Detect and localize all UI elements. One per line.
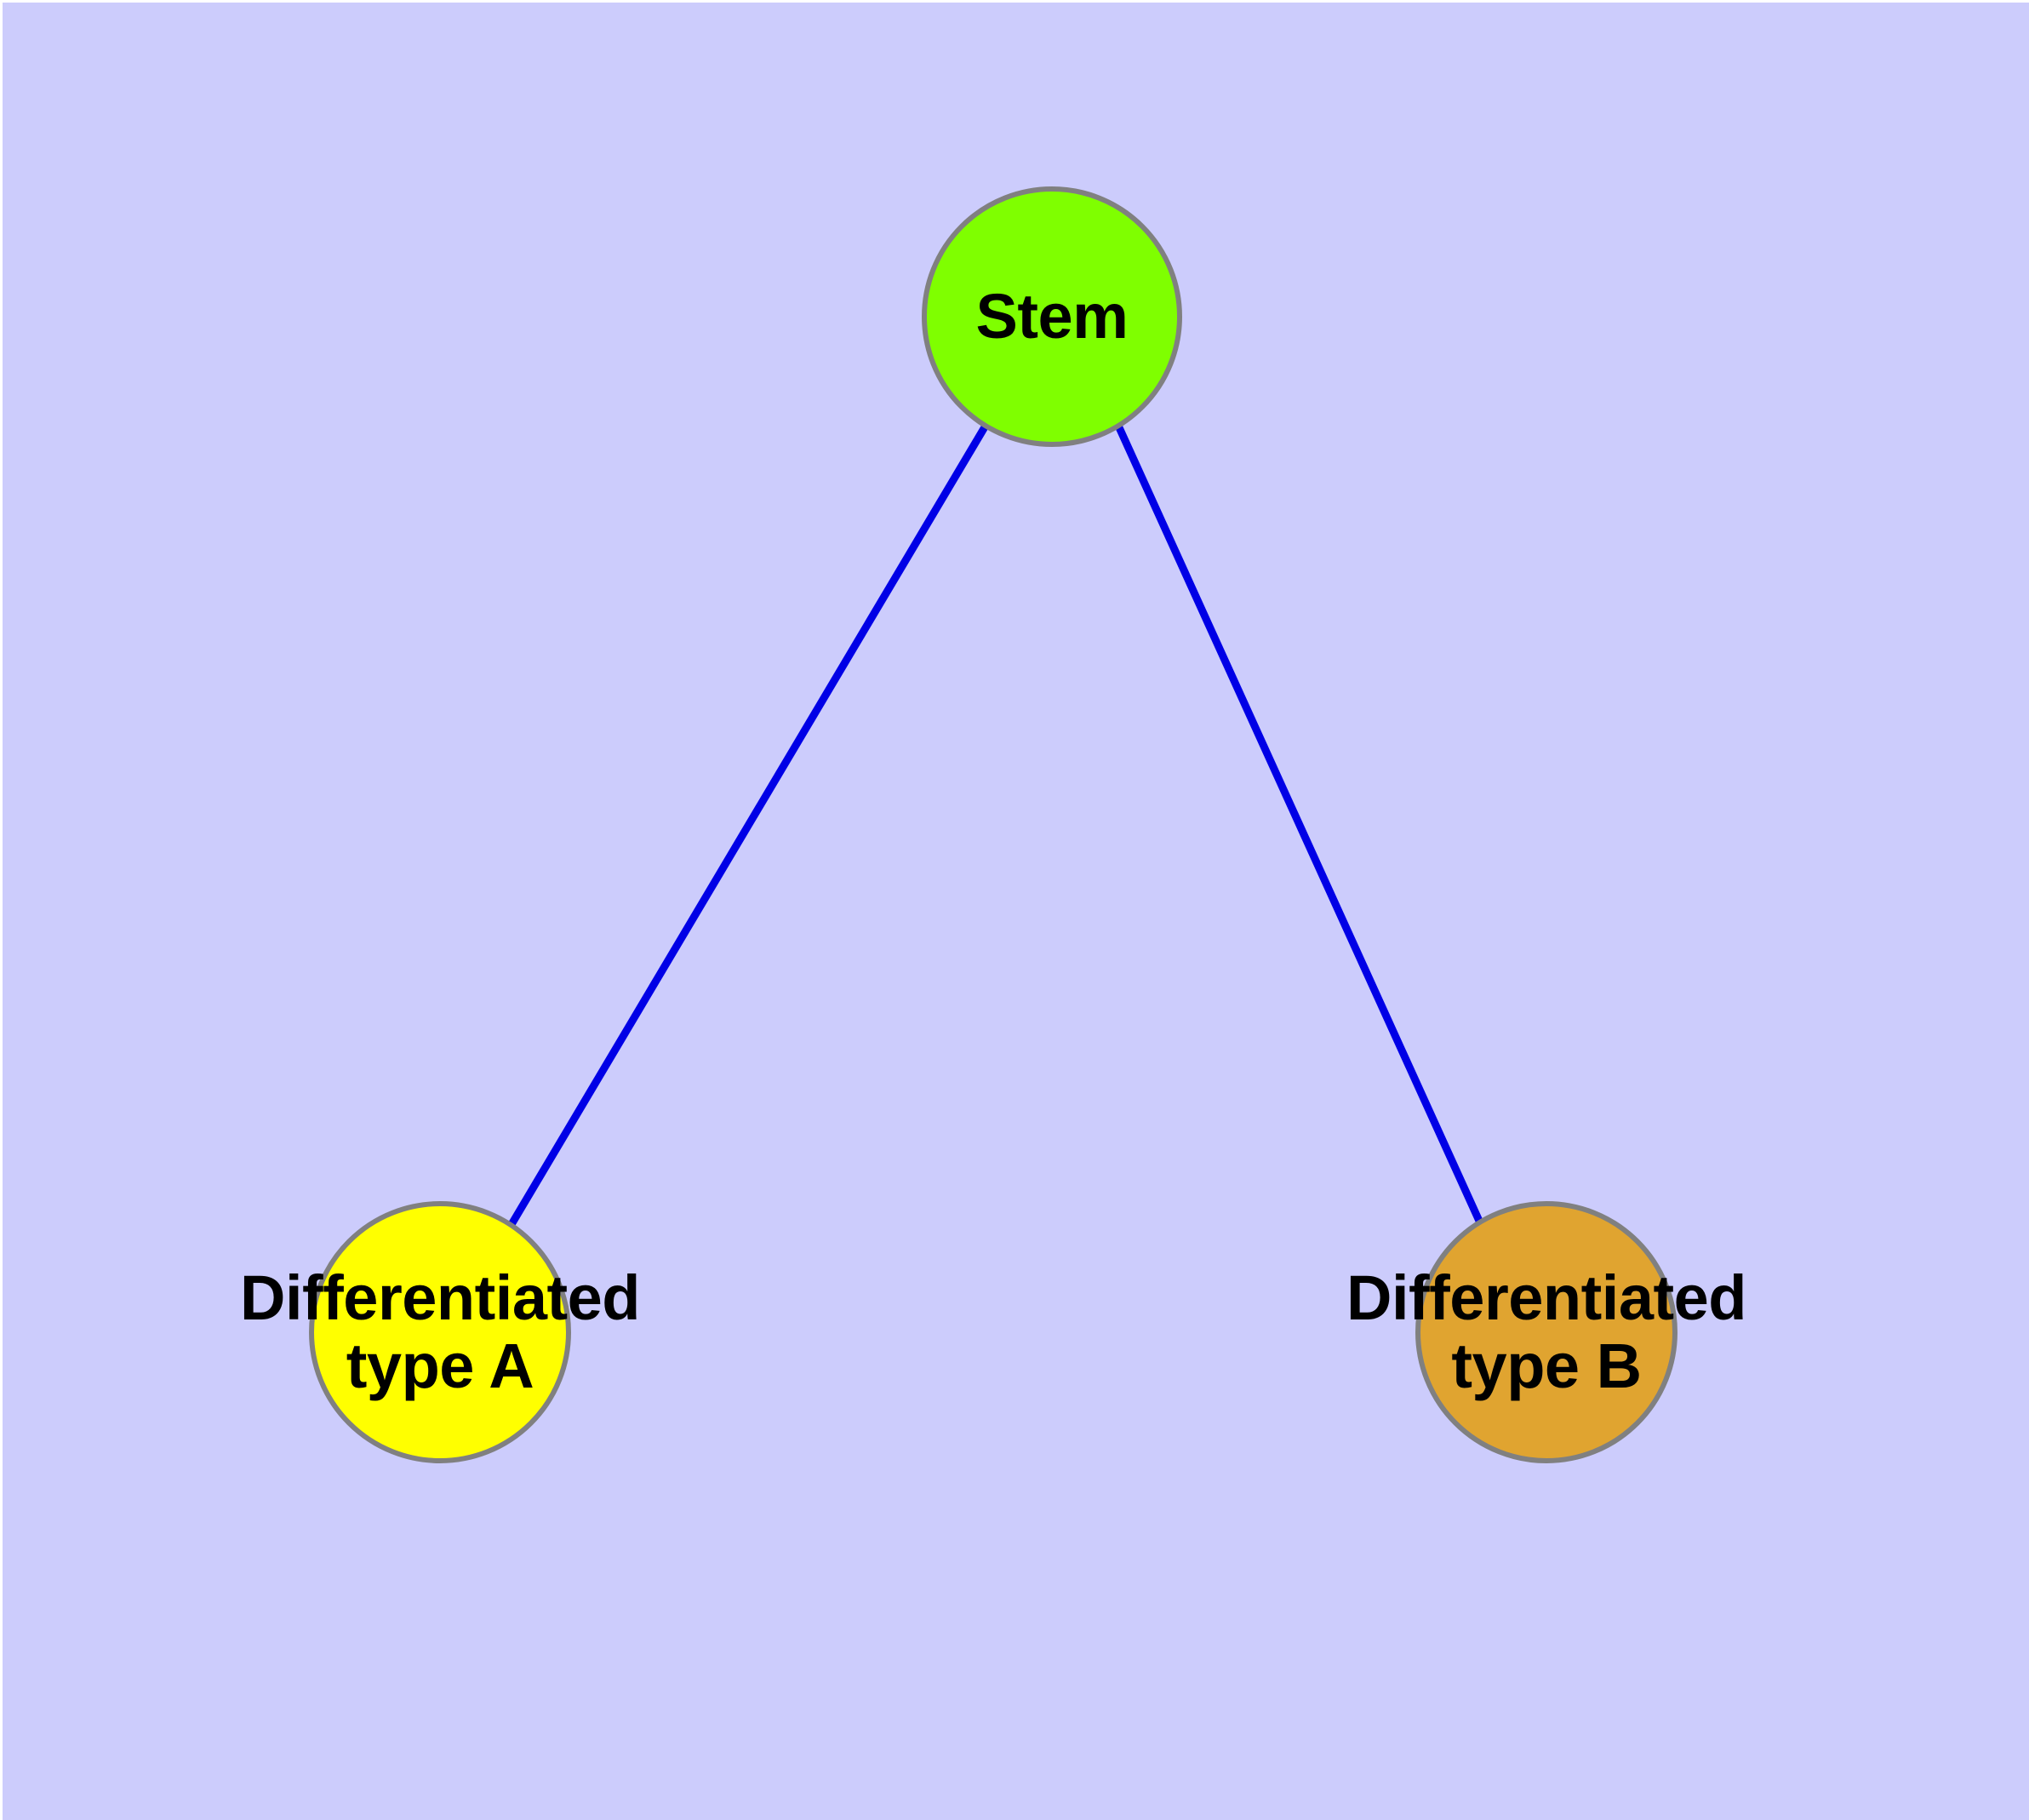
- node-stem[interactable]: [922, 186, 1182, 447]
- node-differentiated-type-b[interactable]: [1415, 1201, 1677, 1463]
- edge-stem-to-differentiated-type-a: [507, 423, 989, 1228]
- edge-stem-to-differentiated-type-b: [1114, 424, 1487, 1230]
- edge-layer: [507, 423, 1487, 1230]
- node-layer: [309, 186, 1677, 1463]
- node-differentiated-type-a[interactable]: [309, 1201, 571, 1463]
